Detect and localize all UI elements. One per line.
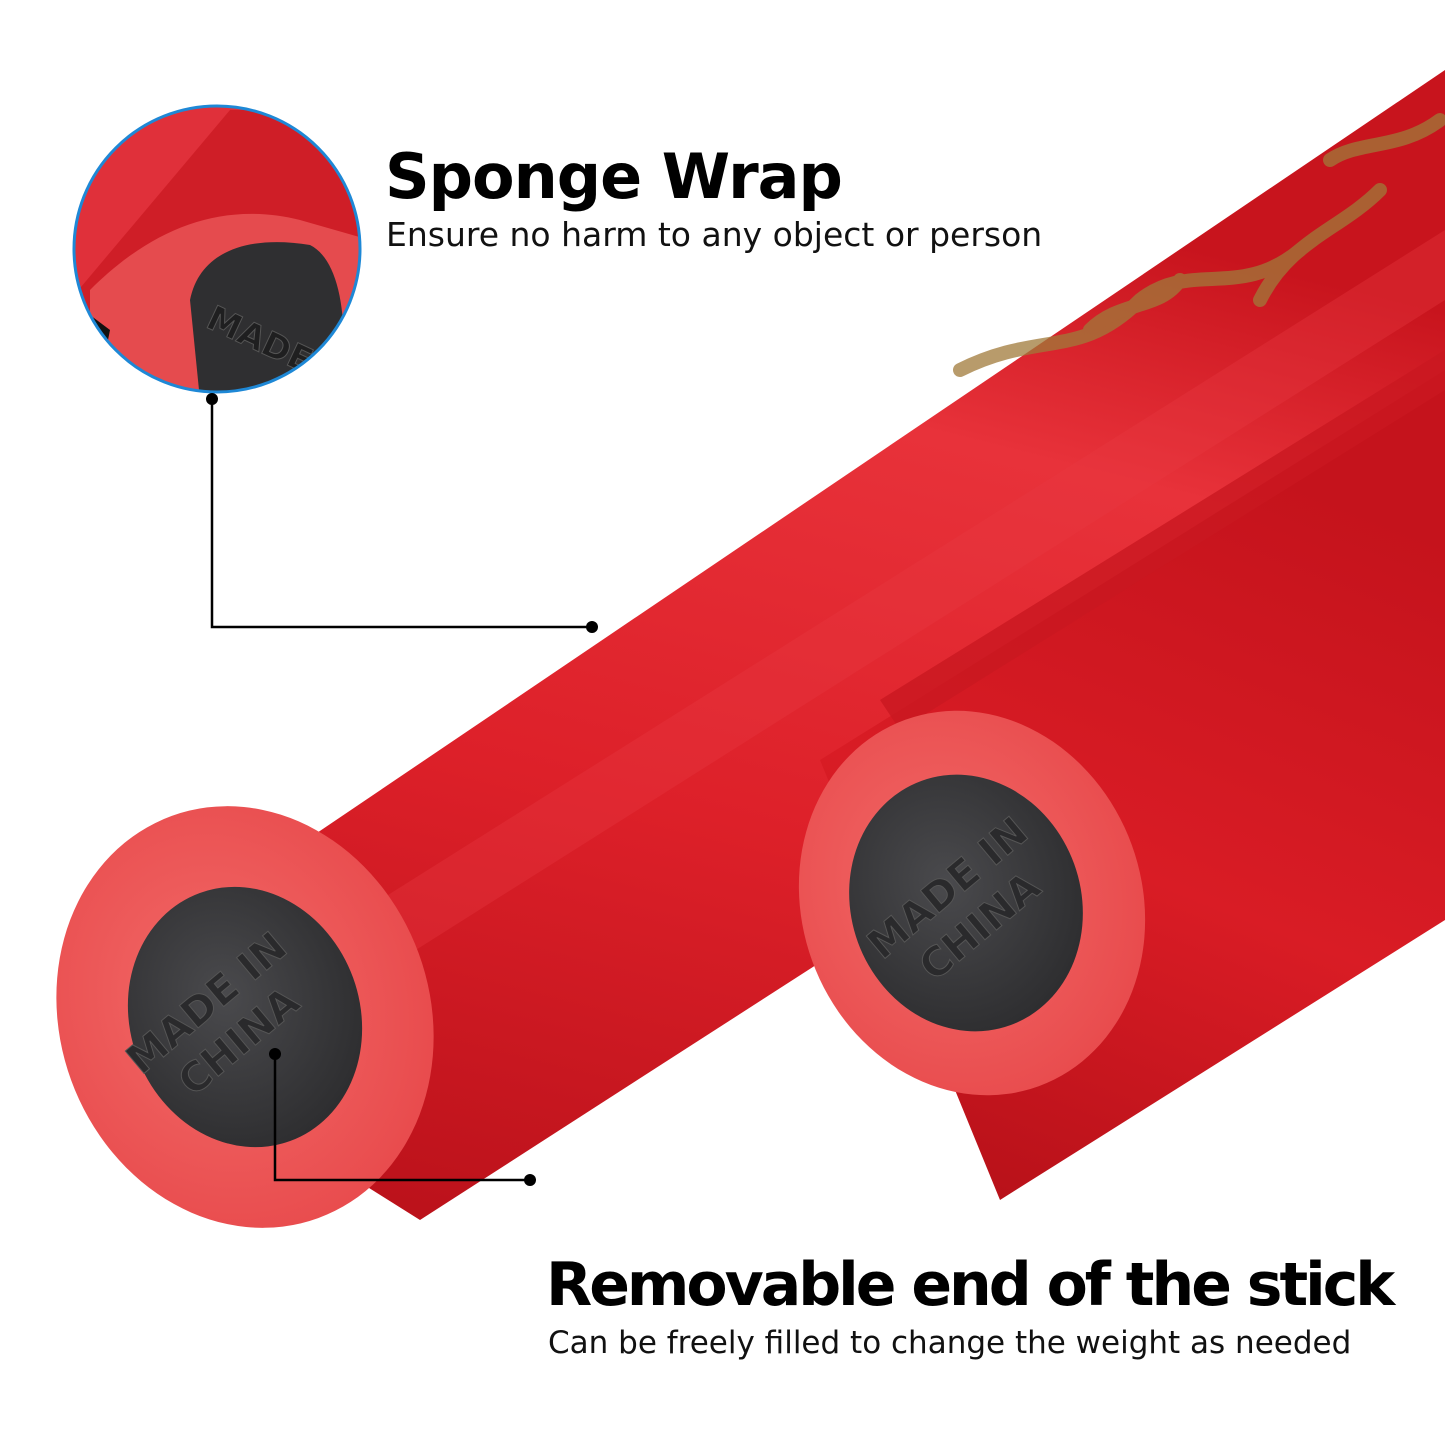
- dragon-pattern: [953, 113, 1445, 377]
- connector-sponge-wrap: [206, 393, 598, 633]
- stick-back-end: MADE IN CHINA: [798, 710, 1146, 1096]
- stick-front: [70, 70, 1445, 1220]
- connector-removable-end: [269, 1048, 536, 1186]
- zoom-detail-circle: MADE: [72, 104, 362, 394]
- callout-title-removable-end: Removable end of the stick: [546, 1250, 1395, 1320]
- callout-subtitle-removable-end: Can be freely filled to change the weigh…: [548, 1325, 1352, 1361]
- callout-title-sponge-wrap: Sponge Wrap: [385, 140, 843, 213]
- stick-front-end: MADE IN CHINA: [56, 806, 434, 1228]
- callout-subtitle-sponge-wrap: Ensure no harm to any object or person: [386, 215, 1043, 254]
